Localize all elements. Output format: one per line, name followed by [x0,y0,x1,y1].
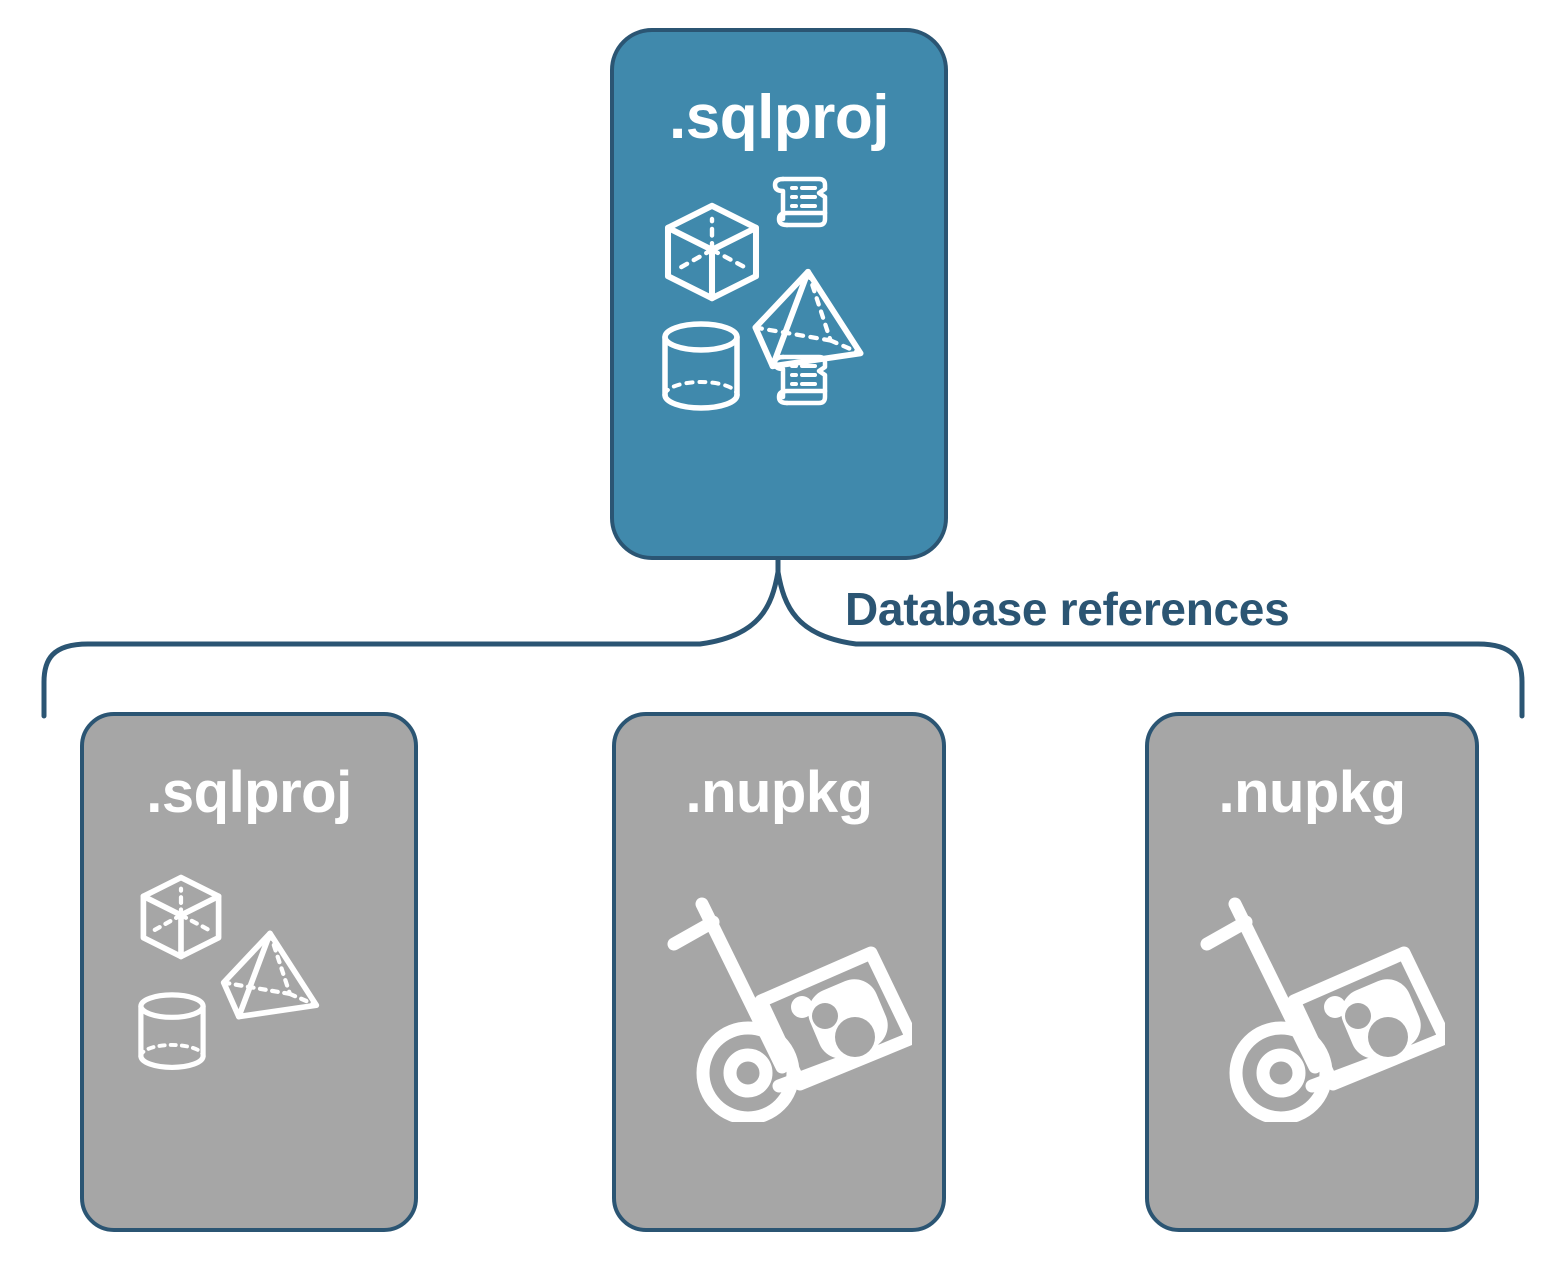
node-sqlproj-top[interactable]: .sqlproj [610,28,948,560]
node-label-sqlproj-bottom-left: .sqlproj [146,760,352,825]
node-sqlproj-bottom-left[interactable]: .sqlproj [80,712,418,1232]
pyramid-icon [220,930,320,1020]
node-label-nupkg-right: .nupkg [1218,760,1406,825]
nuget-hand-truck-icon [1200,897,1445,1122]
icon-group-sqlproj-top [639,167,919,447]
node-label-nupkg-middle: .nupkg [685,760,873,825]
cylinder-icon [138,992,206,1070]
script-scroll-icon [772,354,828,406]
icon-group-nupkg-right [1177,848,1447,1148]
nuget-hand-truck-icon [667,897,912,1122]
node-nupkg-right[interactable]: .nupkg [1145,712,1479,1232]
script-scroll-icon [772,176,828,228]
brace-label-database-references: Database references [845,583,1290,635]
cube-icon [664,202,760,302]
icon-group-nupkg-middle [644,848,914,1148]
pyramid-icon [752,268,864,370]
node-label-sqlproj-top: .sqlproj [669,83,889,152]
cylinder-icon [662,321,740,411]
cube-icon [140,874,222,960]
node-nupkg-middle[interactable]: .nupkg [612,712,946,1232]
database-references-brace [41,557,1525,719]
icon-group-sqlproj-bottom-left [114,848,384,1148]
